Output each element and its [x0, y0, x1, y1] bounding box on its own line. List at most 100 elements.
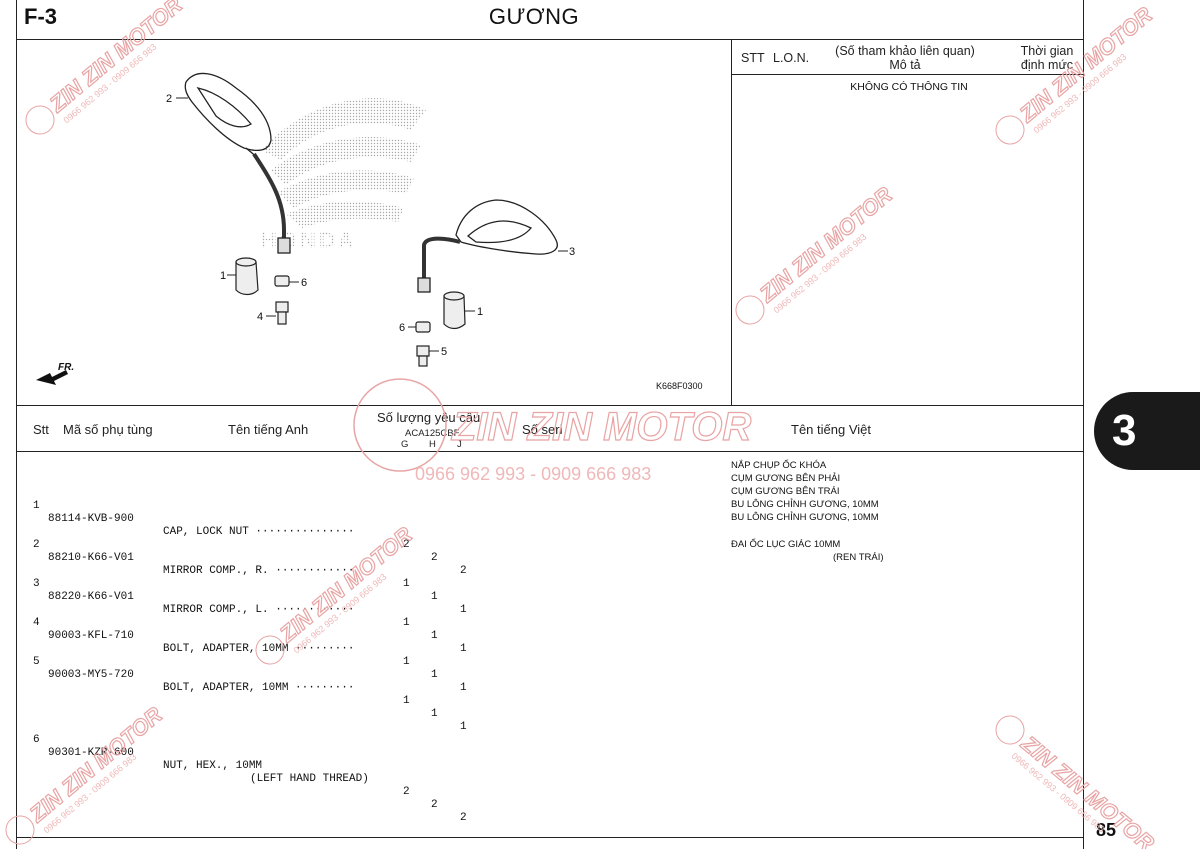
row-name-en: MIRROR COMP., R. ············: [163, 565, 355, 577]
row-name-en: NUT, HEX., 10MM: [163, 760, 263, 772]
row-stt: 4: [33, 617, 40, 629]
row-qty-g: 1: [403, 617, 410, 629]
callout-4: 4: [257, 311, 263, 323]
row-qty-g: 2: [403, 539, 410, 551]
lon-no-info: KHÔNG CÓ THÔNG TIN: [850, 81, 968, 93]
col-qty: Số lượng yêu cầu: [377, 410, 481, 425]
front-label: FR.: [58, 362, 74, 373]
row-qty-h: 1: [431, 591, 438, 603]
lon-time-line1: Thời gian: [1020, 44, 1074, 58]
row-qty-j: 2: [460, 812, 467, 824]
row-part-no: 88114-KVB-900: [48, 513, 134, 525]
row-qty-g: 2: [403, 786, 410, 798]
table-row: 3 88220-K66-V01 MIRROR COMP., L. ·······…: [33, 565, 467, 655]
row-qty-j: 1: [460, 682, 467, 694]
mirror-right-assembly: [184, 72, 291, 254]
table-row: 6 90301-KZR-600 NUT, HEX., 10MM: [33, 721, 262, 772]
col-serial: Số seri: [522, 422, 563, 437]
front-arrow: FR.: [36, 362, 74, 385]
diagram-divider: [16, 405, 1084, 406]
mirror-left-assembly: [417, 199, 558, 293]
row-name-vn: BU LÔNG CHỈNH GƯƠNG, 10MM: [731, 499, 879, 510]
exploded-diagram: HONDA: [36, 72, 575, 385]
row-part-no: 88220-K66-V01: [48, 591, 134, 603]
callout-2: 2: [166, 93, 172, 105]
row-qty-g: 1: [403, 656, 410, 668]
row-name-vn: NẮP CHỤP ỐC KHÓA: [731, 460, 827, 471]
lon-ref-line1: (Số tham khảo liên quan): [835, 44, 975, 58]
row-qty-h: 1: [431, 630, 438, 642]
row-part-no: 90003-KFL-710: [48, 630, 134, 642]
table-row: 2 88210-K66-V01 MIRROR COMP., R. ·······…: [33, 526, 467, 616]
callout-1-left: 1: [220, 270, 226, 282]
col-model: ACA125CBF: [405, 428, 460, 439]
svg-text:HONDA: HONDA: [261, 228, 357, 253]
row-name-en-2: (LEFT HAND THREAD): [250, 773, 369, 785]
lon-ref-header: (Số tham khảo liên quan) Mô tả: [815, 44, 995, 72]
row-name-vn: ĐAI ỐC LỤC GIÁC 10MM: [731, 539, 841, 550]
row-qty-j: 1: [460, 721, 467, 733]
table-spacer: [33, 682, 73, 695]
row-name-en: CAP, LOCK NUT ···············: [163, 526, 355, 538]
callout-6-left: 6: [301, 277, 307, 289]
lon-stt-header: STT: [741, 51, 765, 65]
col-vietnamese: Tên tiếng Việt: [791, 422, 871, 437]
section-tab: 3: [1094, 392, 1200, 470]
row-name-vn: CỤM GƯƠNG BÊN PHẢI: [731, 473, 841, 484]
row-qty-h: 2: [431, 552, 438, 564]
col-english: Tên tiếng Anh: [228, 422, 309, 437]
honda-wing-logo: HONDA: [261, 98, 426, 253]
header-divider: [16, 39, 1084, 40]
row-stt: 2: [33, 539, 40, 551]
row-name-vn-2: (REN TRÁI): [833, 552, 884, 563]
col-part-no: Mã số phụ tùng: [63, 422, 153, 437]
row-qty-j: 1: [460, 604, 467, 616]
table-head-divider: [16, 451, 1084, 452]
row-qty-h: 1: [431, 708, 438, 720]
lon-time-line2: định mức: [1020, 58, 1074, 72]
callout-6-right: 6: [399, 322, 405, 334]
row-stt: 1: [33, 500, 40, 512]
row-part-no: 90003-MY5-720: [48, 669, 134, 681]
lon-time-header: Thời gian định mức: [1012, 44, 1082, 72]
row-qty-h: 2: [431, 799, 438, 811]
table-row: 4 90003-KFL-710 BOLT, ADAPTER, 10MM ····…: [33, 604, 467, 694]
row-qty-h: 1: [431, 669, 438, 681]
parts-rows: 1 88114-KVB-900 CAP, LOCK NUT ··········…: [33, 461, 467, 824]
row-stt: 3: [33, 578, 40, 590]
page-title: GƯƠNG: [488, 4, 580, 29]
callout-5: 5: [441, 346, 447, 358]
row-qty-g: 1: [403, 695, 410, 707]
page-frame: [16, 0, 1084, 849]
row-qty-g: 1: [403, 578, 410, 590]
page-number: 85: [1096, 820, 1117, 840]
table-row-continued: (LEFT HAND THREAD) 2 2 2: [33, 760, 467, 824]
row-name-en: BOLT, ADAPTER, 10MM ·········: [163, 643, 355, 655]
row-part-no: 90301-KZR-600: [48, 747, 134, 759]
col-stt: Stt: [33, 422, 49, 437]
figure-code: K668F0300: [656, 381, 703, 391]
row-qty-j: 2: [460, 565, 467, 577]
row-stt: 5: [33, 656, 40, 668]
bottom-divider: [16, 837, 1084, 838]
lon-divider: [731, 39, 732, 405]
variant-h: H: [429, 439, 436, 450]
row-name-vn: BU LÔNG CHỈNH GƯƠNG, 10MM: [731, 512, 879, 523]
callout-leaders: [176, 97, 568, 352]
lon-lon-header: L.O.N.: [773, 51, 810, 65]
row-name-en: BOLT, ADAPTER, 10MM ·········: [163, 682, 355, 694]
variant-g: G: [401, 439, 409, 450]
callout-1-right: 1: [477, 306, 483, 318]
table-row: 5 90003-MY5-720 BOLT, ADAPTER, 10MM ····…: [33, 643, 467, 733]
row-stt: 6: [33, 734, 40, 746]
parts-small: [235, 257, 466, 367]
row-part-no: 88210-K66-V01: [48, 552, 134, 564]
table-row: 1 88114-KVB-900 CAP, LOCK NUT ··········…: [33, 487, 467, 577]
lon-head-divider: [731, 74, 1084, 75]
row-name-vn: CỤM GƯƠNG BÊN TRÁI: [731, 486, 840, 497]
lon-ref-line2: Mô tả: [889, 58, 921, 72]
variant-j: J: [457, 439, 462, 450]
row-qty-j: 1: [460, 643, 467, 655]
section-code: F-3: [24, 4, 57, 29]
